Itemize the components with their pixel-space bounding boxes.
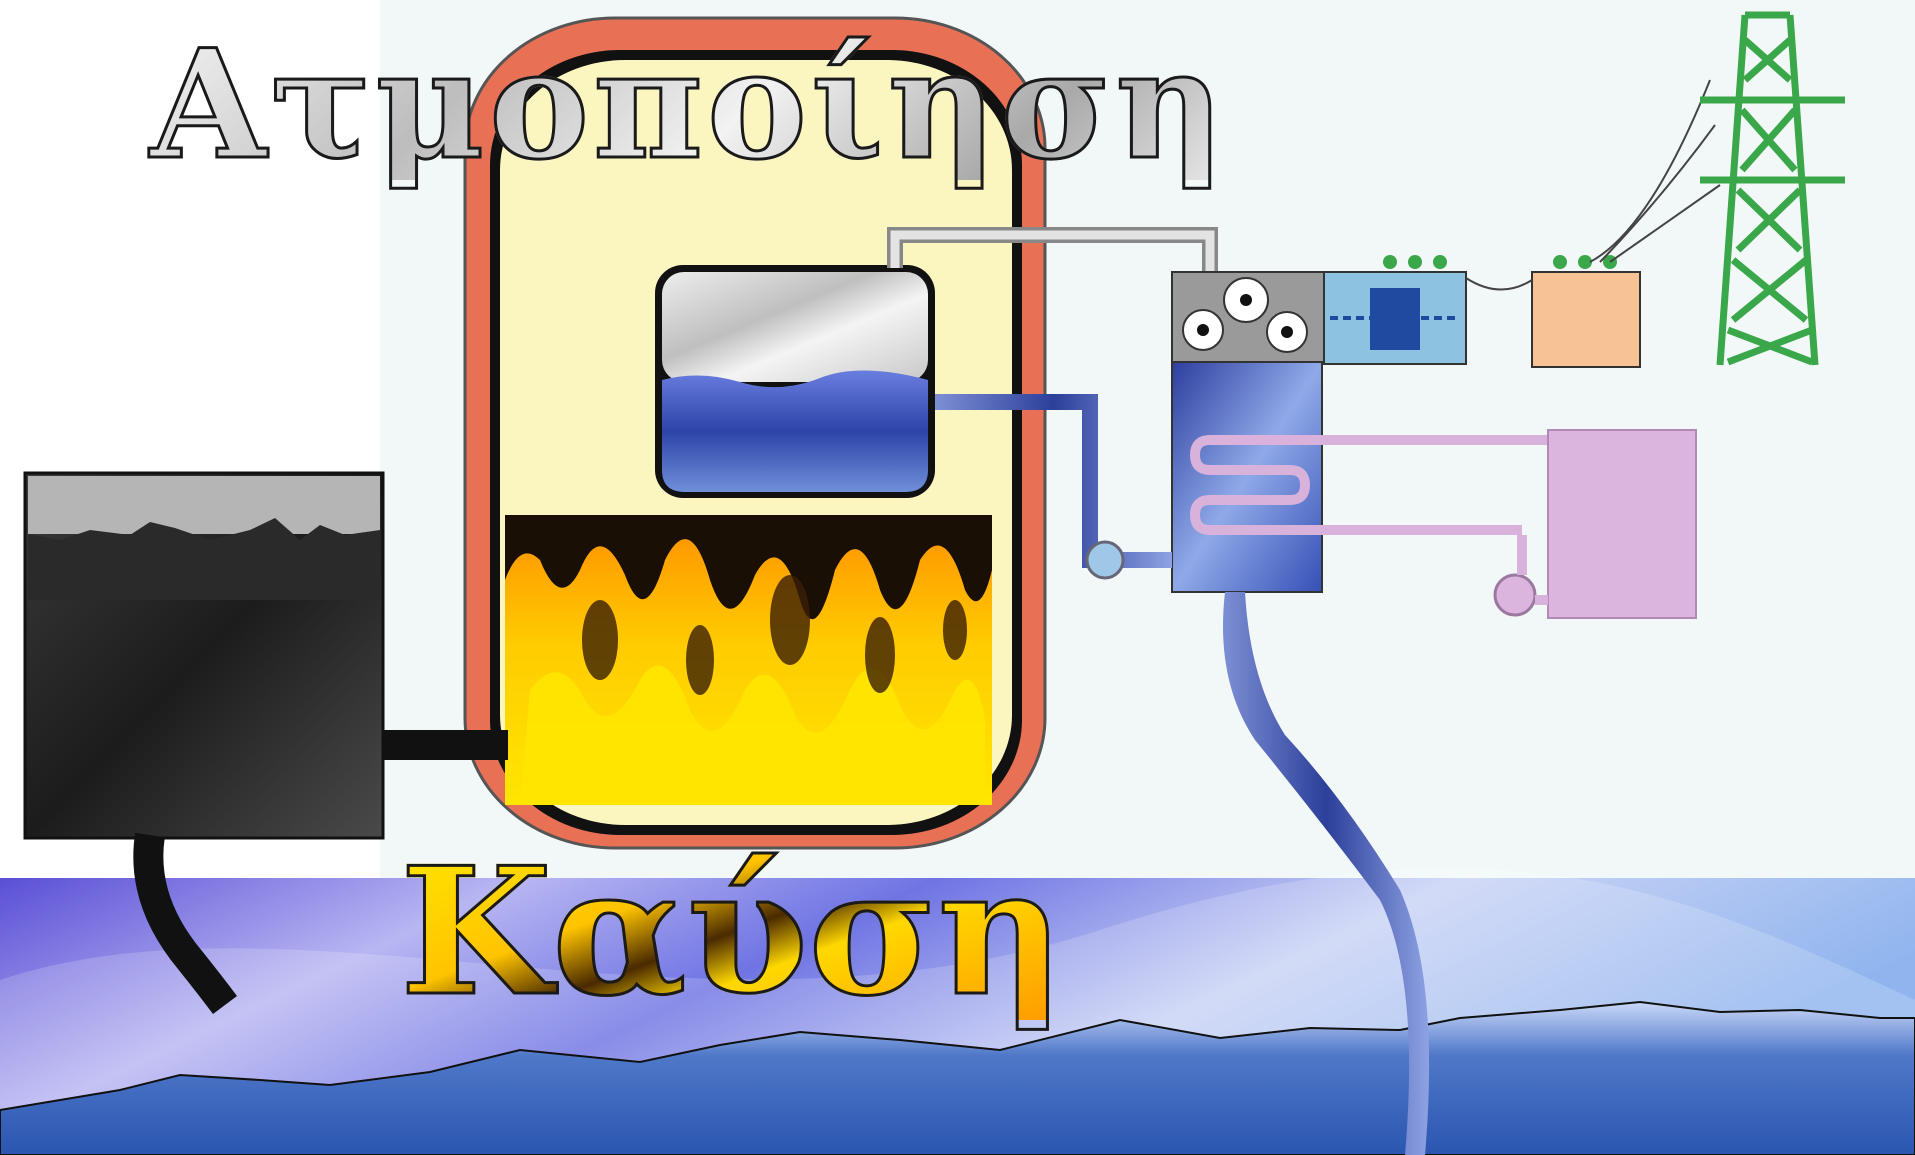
- cooling-tank: [1548, 430, 1696, 618]
- steam-drum-steam: [662, 272, 928, 382]
- cooling-water-line-bottom: [1322, 525, 1522, 535]
- transformer-icon: [1532, 272, 1640, 367]
- fuel-tank-air-gap: [28, 476, 380, 534]
- feedwater-pump-icon: [1087, 542, 1123, 578]
- pump-icon: [1495, 575, 1535, 615]
- transformer-terminals: [1553, 255, 1617, 269]
- title-vaporization: Ατμοποίηση: [150, 30, 1228, 180]
- title-combustion: Καύση: [400, 845, 1064, 1020]
- fuel-feed-pipe: [383, 730, 508, 760]
- generator-terminals: [1383, 255, 1447, 269]
- steam-drum-water: [662, 370, 928, 492]
- cooling-water-line-top: [1322, 435, 1552, 445]
